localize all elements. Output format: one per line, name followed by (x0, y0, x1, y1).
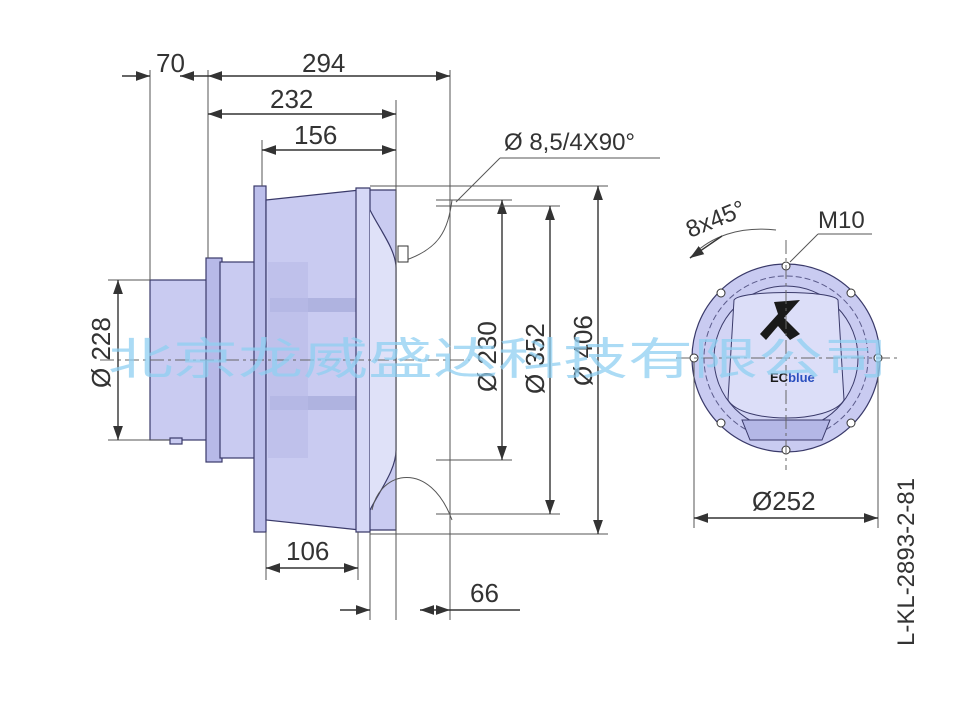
dim-dia230: Ø 230 (472, 321, 502, 392)
svg-text:ECblue: ECblue (770, 370, 815, 385)
dim-156: 156 (294, 120, 337, 150)
dim-thread: M10 (818, 207, 865, 234)
brand-ec: EC (770, 370, 789, 385)
dim-dia252: Ø252 (752, 486, 816, 516)
dim-dia228: Ø 228 (86, 317, 116, 388)
brand-blue: blue (788, 370, 815, 385)
dim-294: 294 (302, 48, 345, 78)
drawing-number: L-KL-2893-2-81 (893, 478, 920, 646)
ecblue-logo-icon: ECblue (760, 300, 815, 385)
dim-dia406: Ø 406 (568, 315, 598, 386)
dim-106: 106 (286, 536, 329, 566)
dim-70: 70 (156, 48, 185, 78)
bolt-holes (689, 261, 883, 455)
watermark-text: 北京龙威盛达科技有限公司 (108, 334, 888, 385)
dim-232: 232 (270, 84, 313, 114)
dim-hole-spec: Ø 8,5/4X90° (504, 129, 635, 156)
dim-66: 66 (470, 578, 499, 608)
dim-dia352: Ø 352 (520, 323, 550, 394)
front-view: ECblue (689, 261, 883, 455)
dim-angle: 8x45° (682, 195, 749, 243)
